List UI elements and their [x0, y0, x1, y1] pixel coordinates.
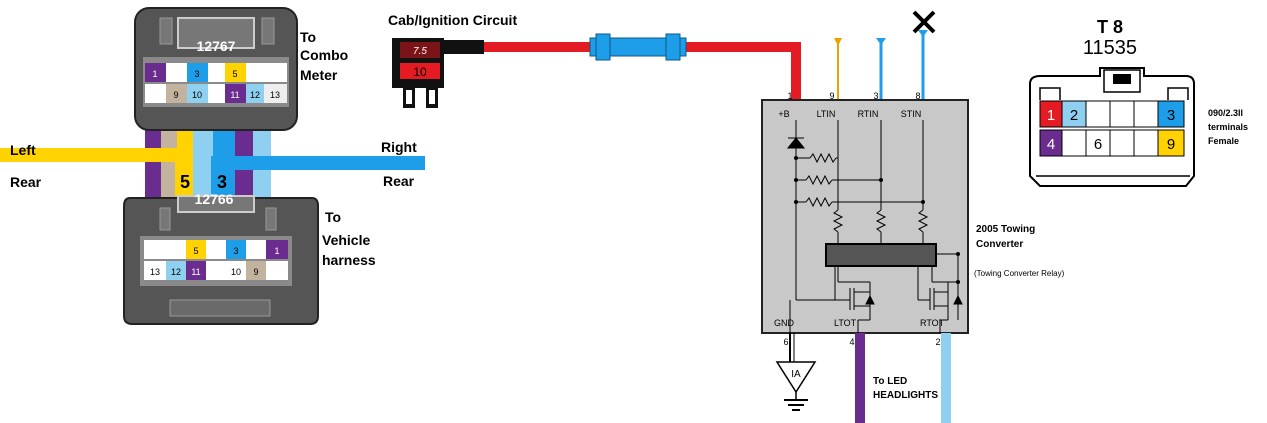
relay-note: (Towing Converter Relay): [974, 269, 1065, 278]
bottom-pin-9: 9: [253, 267, 258, 277]
t8-note-2: terminals: [1208, 122, 1248, 132]
pin-num-1: 1: [787, 91, 792, 101]
top-pin-1: 1: [152, 69, 157, 79]
led-label-1: To LED: [873, 376, 907, 387]
pin-name-b: +B: [778, 109, 789, 119]
ltin-arrow-icon: [834, 38, 842, 46]
t8-pin-3: 3: [1167, 107, 1175, 124]
top-pin-11: 11: [230, 90, 239, 100]
t8-note-1: 090/2.3ll: [1208, 108, 1243, 118]
pin-name-ltot: LTOT: [834, 318, 857, 328]
pin-num-4: 4: [849, 337, 854, 347]
connector-top-id: 12767: [197, 38, 236, 54]
left-rear-wire: [0, 148, 189, 196]
bottom-pin-12: 12: [171, 267, 181, 277]
t8-pin-9: 9: [1167, 136, 1175, 153]
pin-name-stin: STIN: [901, 109, 922, 119]
bottom-pin-13: 13: [150, 267, 160, 277]
left-label: Left: [10, 142, 36, 158]
t8-note-3: Female: [1208, 136, 1239, 146]
converter-title-2: Converter: [976, 239, 1023, 250]
right-rear-label: Rear: [383, 173, 415, 189]
t8-pin-6: 6: [1094, 136, 1102, 153]
pin-num-8: 8: [915, 91, 920, 101]
ground-symbol-icon: [775, 361, 817, 411]
rtin-arrow-icon: [876, 38, 886, 45]
combo-label-combo: Combo: [300, 47, 348, 63]
connector-bottom-id: 12766: [195, 191, 234, 207]
pin-num-2: 2: [935, 337, 940, 347]
combo-label-meter: Meter: [300, 67, 338, 83]
vehicle-label-harness: harness: [322, 252, 376, 268]
ltot-wire: [855, 333, 865, 423]
not-used-x-icon: [912, 10, 936, 34]
bottom-pin-11: 11: [191, 267, 200, 277]
pin-num-6: 6: [783, 337, 788, 347]
stin-arrow-icon: [918, 30, 928, 37]
left-rear-label: Rear: [10, 174, 42, 190]
right-wire-number: 3: [217, 172, 227, 192]
right-rear-wire: [211, 156, 425, 196]
pin-name-rtin: RTIN: [858, 109, 879, 119]
bottom-pin-3: 3: [233, 246, 238, 256]
rtot-wire: [941, 333, 951, 423]
bottom-pin-10: 10: [231, 267, 241, 277]
relay-block: [825, 243, 937, 267]
t8-pin-4: 4: [1047, 136, 1055, 153]
t8-title: T 8: [1097, 17, 1123, 37]
vehicle-label-to: To: [325, 209, 341, 225]
bottom-pin-1: 1: [274, 246, 279, 256]
top-pin-10: 10: [192, 90, 202, 100]
top-pin-13: 13: [270, 90, 280, 100]
led-label-2: HEADLIGHTS: [873, 390, 938, 401]
power-feed-wire: [484, 42, 801, 100]
pin-num-3: 3: [873, 91, 878, 101]
junction-dots: [794, 156, 960, 284]
t8-pin-1: 1: [1047, 107, 1055, 124]
fuse-title: Cab/Ignition Circuit: [388, 12, 517, 28]
top-pin-12: 12: [250, 90, 260, 100]
vehicle-label-vehicle: Vehicle: [322, 232, 370, 248]
top-pin-3: 3: [194, 69, 199, 79]
connector-12767: 12767 1 3 5 9 10 11 12 13: [134, 7, 298, 131]
top-pin-9: 9: [173, 90, 178, 100]
ground-label: IA: [791, 369, 801, 380]
converter-title-1: 2005 Towing: [976, 224, 1035, 235]
top-pin-5: 5: [232, 69, 237, 79]
fuse-bottom-value: 10: [413, 65, 427, 79]
towing-converter: 1 9 3 8 +B LTIN RTIN STIN: [761, 91, 969, 334]
connector-12766: 12766 5 3 1 13 12 11 10 9: [123, 191, 319, 325]
pin-num-9: 9: [829, 91, 834, 101]
inline-splice: [589, 33, 687, 61]
bottom-pin-5: 5: [193, 246, 198, 256]
add-a-fuse: 7.5 10: [392, 38, 484, 108]
pin-name-gnd: GND: [774, 318, 795, 328]
fuse-top-value: 7.5: [413, 46, 427, 57]
left-wire-number: 5: [180, 172, 190, 192]
combo-label-to: To: [300, 29, 316, 45]
t8-connector: 1 2 3 4 6 9: [1029, 67, 1195, 187]
right-label: Right: [381, 139, 417, 155]
t8-pin-2: 2: [1070, 107, 1078, 124]
pin-name-ltin: LTIN: [817, 109, 836, 119]
pin-name-rtot: RTOT: [920, 318, 945, 328]
t8-part: 11535: [1083, 37, 1137, 59]
